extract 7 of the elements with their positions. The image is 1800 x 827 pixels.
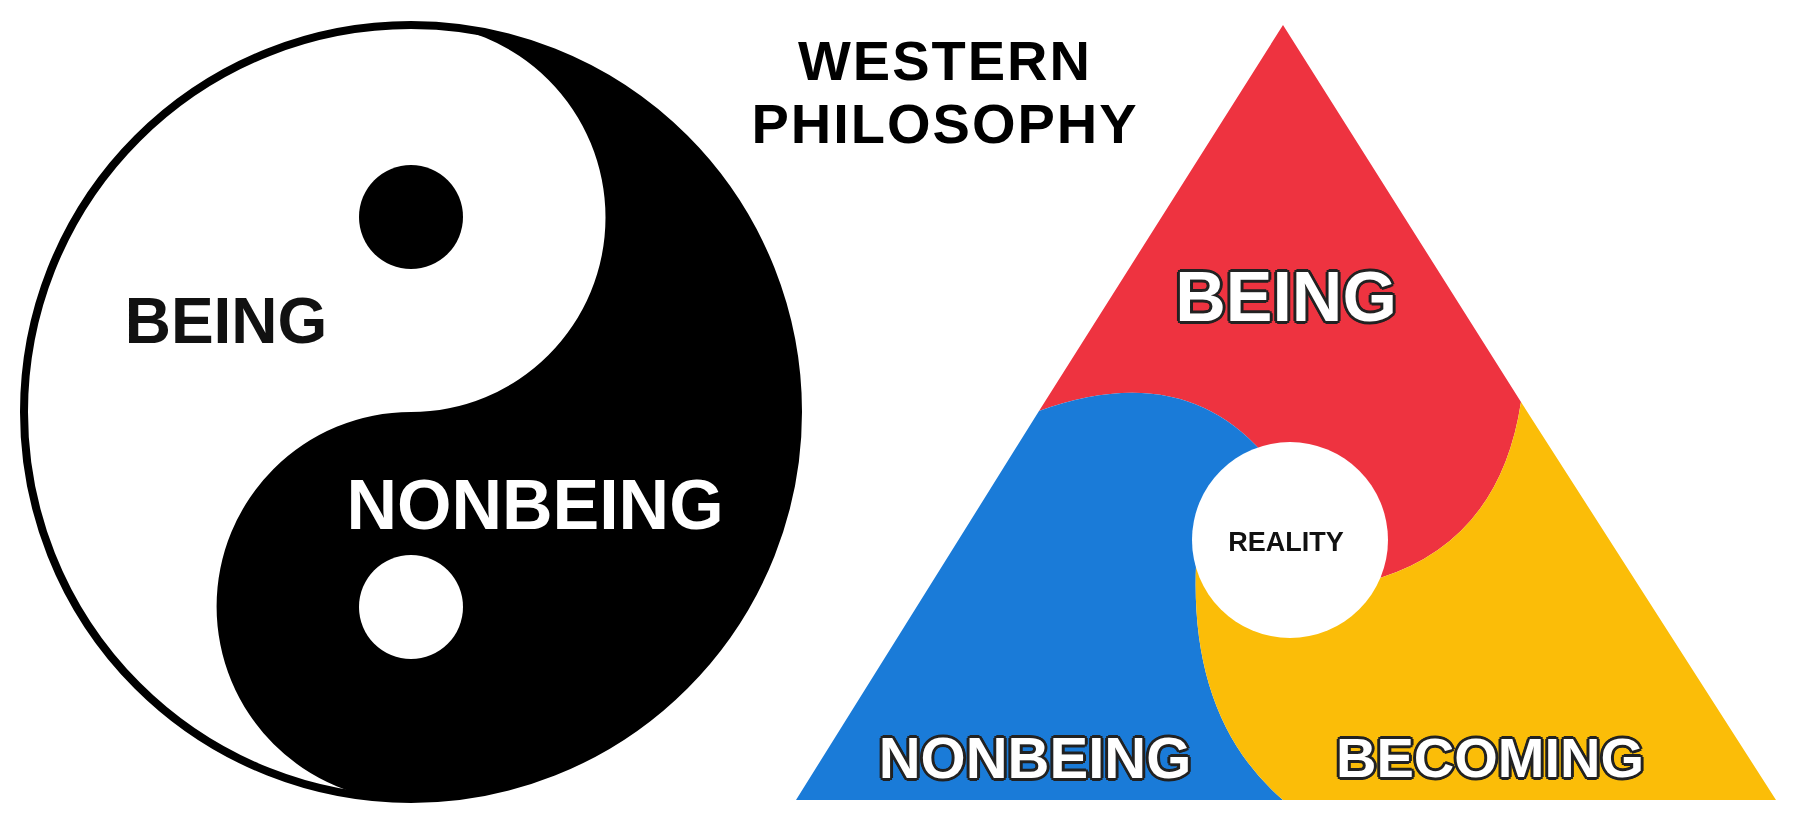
segment-label: BEING xyxy=(124,289,328,353)
segment-label: BEING xyxy=(1175,262,1397,332)
segment-label: REALITY xyxy=(1228,528,1344,556)
heading: WESTERN PHILOSOPHY xyxy=(750,29,1140,155)
segment-label: NONBEING xyxy=(346,470,724,540)
segment-label: BECOMING xyxy=(1336,730,1644,786)
segment-label: NONBEING xyxy=(878,729,1192,787)
